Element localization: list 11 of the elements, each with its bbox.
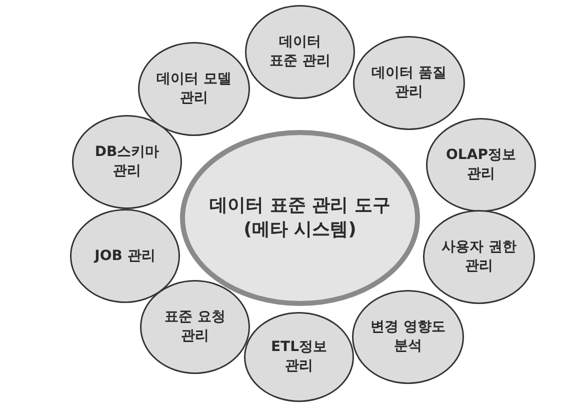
function-ellipse: 표준 요청 관리 bbox=[140, 280, 250, 374]
function-ellipse: 사용자 권한 관리 bbox=[423, 210, 535, 304]
function-ellipse: 데이터 표준 관리 bbox=[245, 5, 355, 99]
function-ellipse: DB스키마 관리 bbox=[72, 115, 182, 209]
function-ellipse: JOB 관리 bbox=[70, 209, 180, 303]
function-ellipse: 데이터 품질 관리 bbox=[353, 36, 465, 130]
central-ellipse: 데이터 표준 관리 도구 (메타 시스템) bbox=[180, 130, 420, 306]
function-ellipse: 변경 영향도 분석 bbox=[352, 290, 464, 384]
function-ellipse: ETL정보 관리 bbox=[244, 312, 354, 402]
function-ellipse: OLAP정보 관리 bbox=[426, 118, 536, 212]
function-ellipse: 데이터 모델 관리 bbox=[138, 42, 250, 136]
